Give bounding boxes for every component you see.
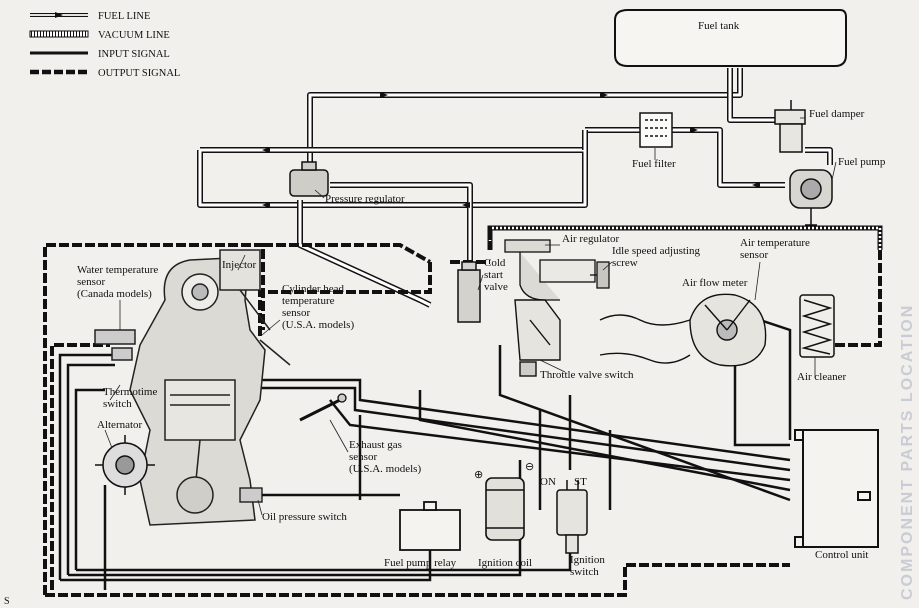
leader-lines [104, 117, 837, 516]
label-corner-mark: S [4, 596, 10, 607]
input-signal-lines [58, 318, 792, 590]
fuel-filter [639, 112, 673, 148]
label-idle-speed-2: screw [612, 257, 638, 269]
alternator [95, 435, 155, 495]
label-on: ON [540, 476, 556, 488]
control-unit [794, 429, 879, 548]
label-oil-pressure-switch: Oil pressure switch [262, 511, 347, 523]
legend: FUEL LINE VACUUM LINE INPUT SIGNAL OUTPU… [29, 11, 180, 79]
label-fuel-pump: Fuel pump [838, 156, 886, 168]
label-fuel-tank: Fuel tank [698, 20, 740, 32]
legend-input-signal: INPUT SIGNAL [30, 49, 170, 60]
legend-label-input: INPUT SIGNAL [98, 49, 170, 60]
legend-vacuum-line: VACUUM LINE [29, 30, 170, 41]
idle-speed-screw [590, 261, 610, 289]
legend-label-output: OUTPUT SIGNAL [98, 68, 180, 79]
fuel-pump-relay [399, 501, 461, 551]
label-alternator: Alternator [97, 419, 143, 431]
label-exhaust-1: Exhaust gas [349, 439, 402, 451]
vacuum-line [487, 225, 883, 250]
label-plus-terminal: ⊕ [474, 469, 483, 481]
legend-label-vacuum: VACUUM LINE [98, 30, 170, 41]
label-idle-speed-1: Idle speed adjusting [612, 245, 700, 257]
label-cyl-head-1: Cylinder head [282, 283, 345, 295]
label-water-temp-3: (Canada models) [77, 288, 152, 300]
fuel-pump-unit [789, 169, 833, 226]
legend-fuel-line: FUEL LINE [30, 11, 150, 22]
ignition-coil [485, 477, 525, 541]
label-cold-start-1: Cold [484, 257, 506, 269]
label-injector: Injector [222, 259, 257, 271]
legend-output-signal: OUTPUT SIGNAL [30, 68, 180, 79]
label-st: ST [574, 476, 587, 488]
label-cold-start-3: valve [484, 281, 508, 293]
label-thermotime-2: switch [103, 398, 132, 410]
label-minus-terminal: ⊖ [525, 461, 534, 473]
label-air-temp-1: Air temperature [740, 237, 810, 249]
label-water-temp-2: sensor [77, 276, 105, 288]
fuel-damper [774, 100, 806, 153]
label-exhaust-3: (U.S.A. models) [349, 463, 421, 475]
oil-pressure-switch [239, 487, 280, 503]
exhaust-gas-sensor [299, 393, 347, 422]
label-cyl-head-3: sensor [282, 307, 310, 319]
label-throttle-valve-switch: Throttle valve switch [540, 369, 634, 381]
label-cold-start-2: start [484, 269, 503, 281]
label-air-temp-2: sensor [740, 249, 768, 261]
label-pressure-regulator: Pressure regulator [325, 193, 405, 205]
label-air-flow-meter: Air flow meter [682, 277, 748, 289]
throttle-body [514, 299, 561, 377]
pressure-regulator [289, 161, 329, 197]
legend-label-fuel: FUEL LINE [98, 11, 150, 22]
label-cyl-head-4: (U.S.A. models) [282, 319, 354, 331]
ignition-switch [556, 480, 588, 554]
air-flow-meter [599, 293, 767, 367]
label-ignition-switch-2: switch [570, 566, 599, 578]
side-page-title: COMPONENT PARTS LOCATION [899, 304, 916, 600]
label-air-cleaner: Air cleaner [797, 371, 846, 383]
label-water-temp-1: Water temperature [77, 264, 158, 276]
label-fuel-damper: Fuel damper [809, 108, 865, 120]
label-ignition-switch-1: Ignition [570, 554, 605, 566]
air-cleaner [799, 294, 835, 358]
air-regulator [504, 239, 596, 301]
cold-start-valve [457, 261, 481, 323]
output-signal-lines [43, 228, 882, 597]
label-ignition-coil: Ignition coil [478, 557, 532, 569]
label-fuel-pump-relay: Fuel pump relay [384, 557, 457, 569]
label-fuel-filter: Fuel filter [632, 158, 676, 170]
label-exhaust-2: sensor [349, 451, 377, 463]
labels: Fuel tank Fuel damper Fuel pump Fuel fil… [4, 20, 916, 607]
label-air-regulator: Air regulator [562, 233, 619, 245]
fuel-flow-arrows [262, 92, 760, 208]
engine-cutaway [94, 249, 291, 526]
label-thermotime-1: Thermotime [103, 386, 157, 398]
label-cyl-head-2: temperature [282, 295, 335, 307]
label-control-unit: Control unit [815, 549, 868, 561]
fuel-tank [614, 9, 847, 67]
